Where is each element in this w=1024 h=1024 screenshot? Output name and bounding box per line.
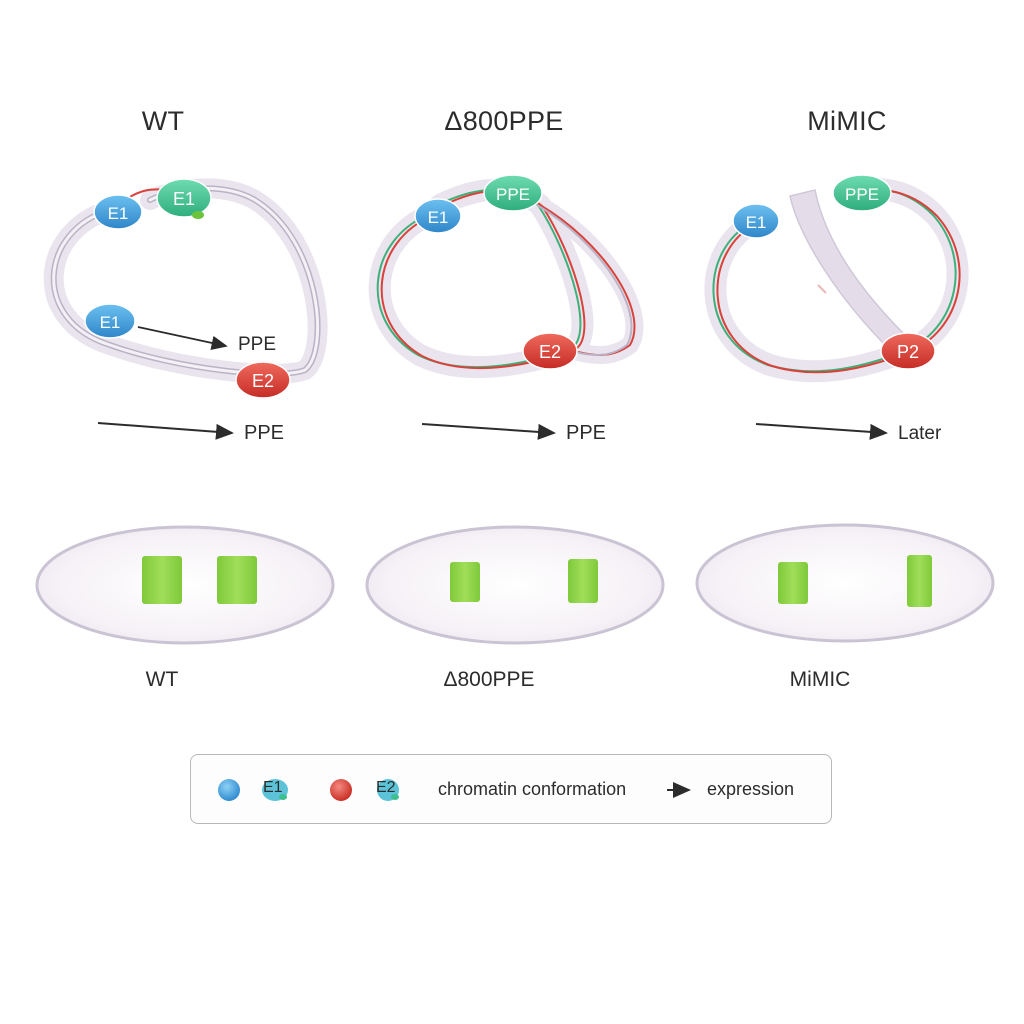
d800ppe-node-label: PPE: [496, 185, 530, 204]
mimic-expression-band-1: [778, 562, 808, 604]
d800ppe-node-label: E2: [539, 342, 561, 362]
mimic-expression-band-2: [907, 555, 932, 607]
mimic-arrow-label: Later: [898, 423, 942, 444]
cell-label-mimic: MiMIC: [789, 668, 851, 691]
legend-item-2-symbol: [377, 779, 399, 801]
legend-conformation-label: chromatin conformation: [438, 779, 627, 799]
mimic-node-e1: E1: [732, 203, 780, 239]
cell-label-wt: WT: [145, 668, 179, 691]
legend-expression-label: expression: [707, 779, 795, 799]
legend-symbols: [218, 779, 691, 801]
wt-node-e2: E2: [235, 361, 291, 399]
mimic-node-ppe: PPE: [832, 174, 892, 212]
cell-label-d800ppe: Δ800PPE: [443, 668, 535, 691]
legend-box: E1 E2 chromatin conformation expression: [190, 754, 832, 824]
wt-node-label: E2: [252, 371, 274, 391]
wt-node-e1-top-left: E1: [93, 194, 143, 230]
d800ppe-expression-arrow: [421, 423, 556, 440]
legend-red-dot: [330, 779, 352, 801]
d800ppe-expression-band-2: [568, 559, 598, 603]
d800ppe-node-e2: E2: [522, 332, 578, 370]
wt-node-label: E1: [108, 204, 129, 223]
panel-title-wt: WT: [141, 106, 185, 136]
wt-expression-band-1: [142, 556, 182, 604]
mimic-insert-band: [789, 189, 907, 352]
wt-node-e1-top-right: E1: [156, 178, 212, 219]
d800ppe-arrow-label: PPE: [566, 422, 606, 444]
wt-expression-band-2: [217, 556, 257, 604]
wt-inner-arrow: [137, 326, 228, 350]
mimic-cell: [695, 523, 995, 643]
legend-item-2-label: E2: [376, 779, 396, 796]
mimic-node-label: PPE: [845, 185, 879, 204]
mimic-node-p2: P2: [880, 332, 936, 370]
d800ppe-node-label: E1: [428, 208, 449, 227]
mimic-node-label: P2: [897, 342, 919, 362]
mimic-expression-arrow: [755, 423, 888, 440]
legend-item-1-label: E1: [263, 779, 283, 796]
d800ppe-node-ppe: PPE: [483, 174, 543, 212]
wt-cell: [35, 525, 335, 645]
wt-expression-arrow: [97, 422, 234, 440]
panel-title-mimic: MiMIC: [807, 106, 887, 136]
wt-node-label: E1: [100, 313, 121, 332]
panel-title-d800ppe: Δ800PPE: [444, 106, 564, 136]
d800ppe-node-e1: E1: [414, 198, 462, 234]
wt-arrow-label: PPE: [244, 422, 284, 444]
wt-node-e1-inner: E1: [84, 303, 136, 339]
wt-inner-annotation: PPE: [238, 334, 276, 355]
d800ppe-cell: [365, 525, 665, 645]
d800ppe-expression-band-1: [450, 562, 480, 602]
wt-loop: [43, 178, 328, 384]
legend-item-1-symbol: [262, 779, 288, 801]
mimic-node-label: E1: [746, 213, 767, 232]
wt-node-label: E1: [173, 189, 195, 209]
legend-blue-dot: [218, 779, 240, 801]
